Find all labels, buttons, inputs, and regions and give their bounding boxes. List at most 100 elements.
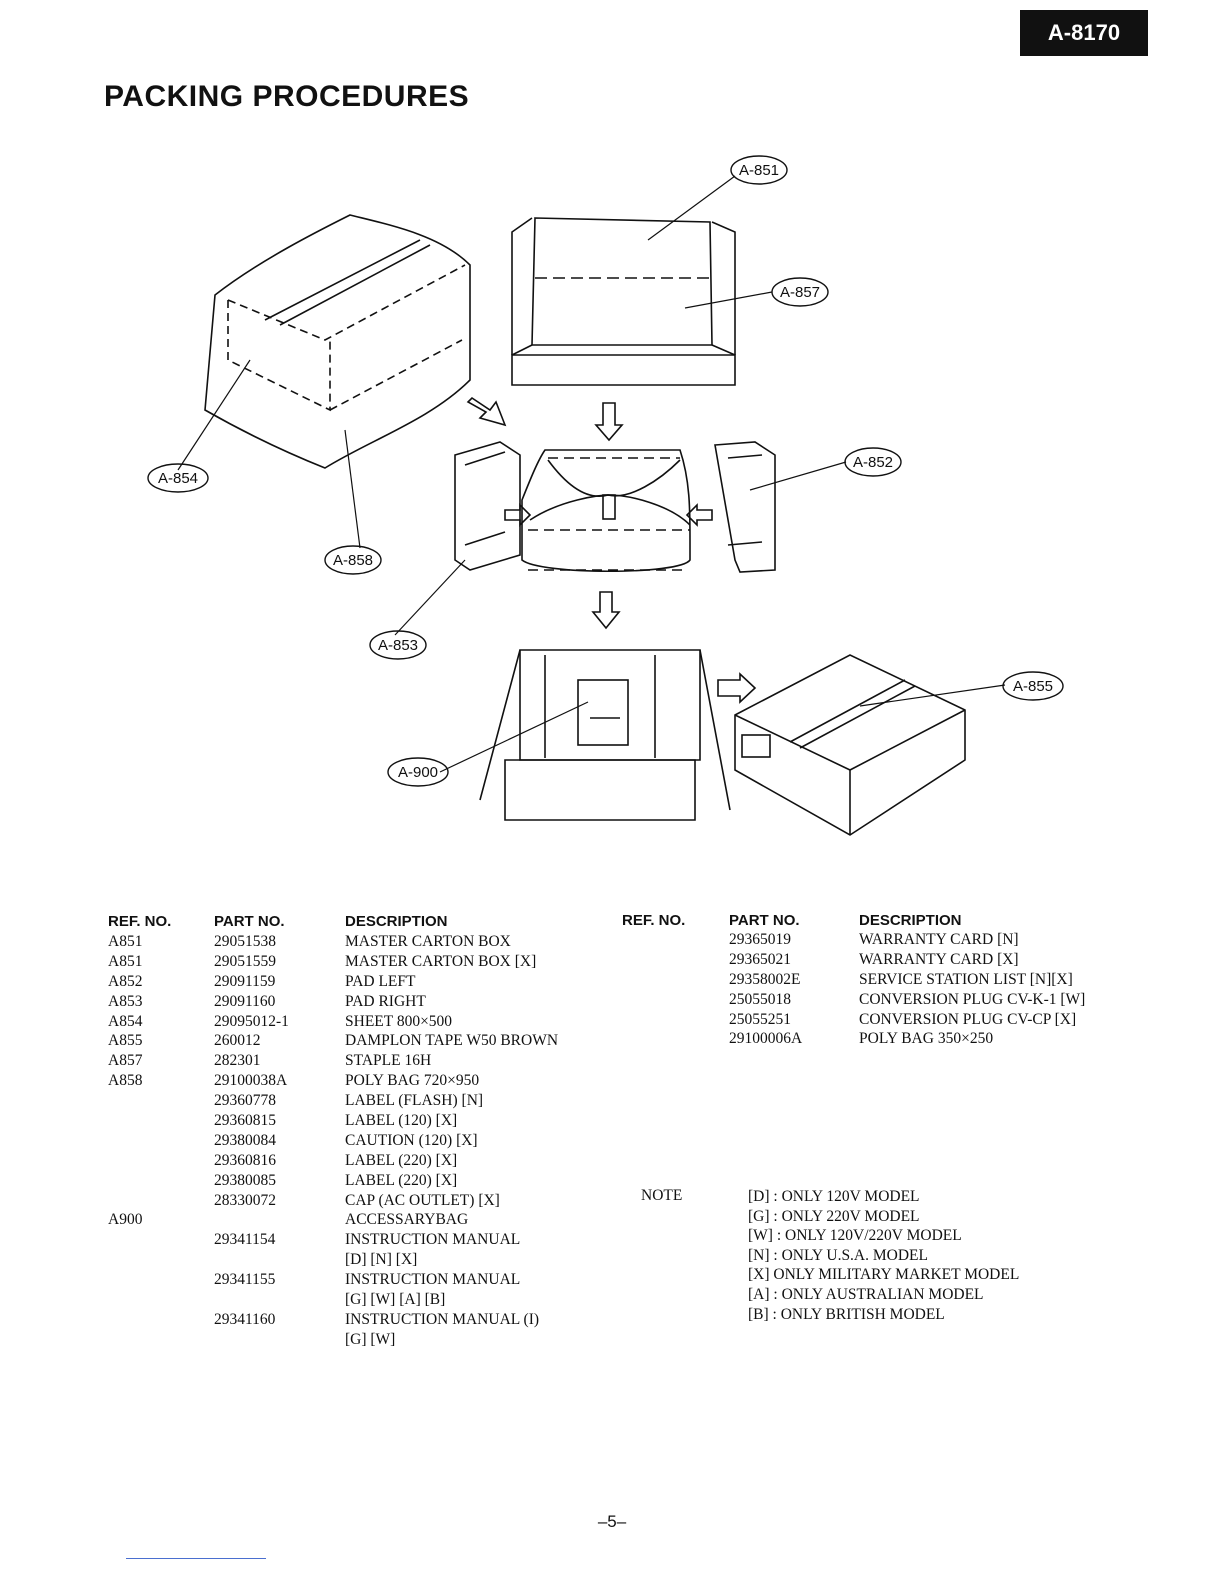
table-row: 29341160 INSTRUCTION MANUAL (I) xyxy=(108,1310,598,1330)
description-cell: CAP (AC OUTLET) [X] xyxy=(345,1191,500,1209)
leader-lines xyxy=(177,175,1006,773)
description-cell: [G] [W] xyxy=(345,1330,396,1348)
note-item: [N] : ONLY U.S.A. MODEL xyxy=(748,1246,928,1264)
table-row: 29360778 LABEL (FLASH) [N] xyxy=(108,1091,598,1111)
table-row: A853 29091160 PAD RIGHT xyxy=(108,992,598,1012)
part-no-cell: 29095012-1 xyxy=(214,1012,289,1030)
part-no-cell: 29360778 xyxy=(214,1092,276,1110)
description-cell: MASTER CARTON BOX xyxy=(345,933,511,950)
table-row: A851 29051559 MASTER CARTON BOX [X] xyxy=(108,952,598,972)
part-no-cell: 29091159 xyxy=(214,972,276,990)
part-no-cell: 260012 xyxy=(214,1032,261,1050)
part-no-cell: 29341160 xyxy=(214,1310,276,1328)
callout-a855: A-855 xyxy=(1013,678,1053,695)
description-cell: MASTER CARTON BOX [X] xyxy=(345,952,537,970)
note-item: [B] : ONLY BRITISH MODEL xyxy=(748,1305,945,1323)
note-item: [G] : ONLY 220V MODEL xyxy=(748,1207,920,1225)
model-number-badge: A-8170 xyxy=(1020,10,1148,56)
ref-no-cell: A855 xyxy=(108,1032,143,1050)
part-no-cell: 29100038A xyxy=(214,1072,288,1090)
part-no-cell: 29380085 xyxy=(214,1171,276,1189)
part-no-cell: 28330072 xyxy=(214,1191,276,1209)
part-no-cell: 25055251 xyxy=(729,1010,791,1028)
table-row: A900 ACCESSARYBAG xyxy=(108,1210,598,1230)
description-cell: SHEET 800×500 xyxy=(345,1012,453,1030)
part-no-cell: 29051538 xyxy=(214,933,276,950)
description-cell: STAPLE 16H xyxy=(345,1052,432,1070)
part-no-cell: 29360815 xyxy=(214,1112,276,1130)
parts-table-right-rows: 29365019 WARRANTY CARD [N] 29365021 WARRANT… xyxy=(622,930,1142,1049)
table-row: A851 29051538 MASTER CARTON BOX xyxy=(108,932,598,952)
part-no-cell: 29341154 xyxy=(214,1231,276,1249)
description-cell: POLY BAG 720×950 xyxy=(345,1072,480,1090)
assembly-arrows xyxy=(466,396,757,704)
callout-a858: A-858 xyxy=(333,552,373,569)
table-row: A855 260012 DAMPLON TAPE W50 BROWN xyxy=(108,1031,598,1051)
table-row: 29341155 INSTRUCTION MANUAL xyxy=(108,1270,598,1290)
callout-a852: A-852 xyxy=(853,454,893,471)
callout-labels: A-851 A-857 A-854 A-852 A-858 A-853 A-85… xyxy=(147,155,1064,787)
ref-no-cell: A858 xyxy=(108,1072,143,1090)
unit-with-pads-drawing xyxy=(454,441,776,573)
part-no-cell: 29341155 xyxy=(214,1271,276,1289)
closed-box-drawing xyxy=(734,654,966,836)
notes-list: [D] : ONLY 120V MODEL [G] : ONLY 220V MOD… xyxy=(748,1187,1019,1324)
part-no-cell: 29365019 xyxy=(729,931,791,948)
master-carton-box-drawing xyxy=(511,217,736,386)
part-no-cell: 29091160 xyxy=(214,992,276,1010)
table-row: 29100006A POLY BAG 350×250 xyxy=(622,1029,1142,1049)
note-label: NOTE xyxy=(641,1187,683,1204)
table-row: 25055251 CONVERSION PLUG CV-CP [X] xyxy=(622,1010,1142,1030)
note-item: [A] : ONLY AUSTRALIAN MODEL xyxy=(748,1285,984,1303)
ref-no-cell: A851 xyxy=(108,933,143,950)
table-row: A858 29100038A POLY BAG 720×950 xyxy=(108,1071,598,1091)
description-cell: WARRANTY CARD [N] xyxy=(859,931,1019,948)
description-cell: POLY BAG 350×250 xyxy=(859,1030,994,1048)
description-cell: ACCESSARYBAG xyxy=(345,1211,469,1229)
note-item: [D] : ONLY 120V MODEL xyxy=(748,1188,920,1205)
header-description: DESCRIPTION xyxy=(345,913,448,930)
description-cell: [G] [W] [A] [B] xyxy=(345,1291,446,1309)
description-cell: INSTRUCTION MANUAL xyxy=(345,1271,521,1289)
callout-a857: A-857 xyxy=(780,284,820,301)
header-description: DESCRIPTION xyxy=(859,912,962,929)
description-cell: WARRANTY CARD [X] xyxy=(859,950,1019,968)
description-cell: CAUTION (120) [X] xyxy=(345,1131,478,1149)
part-no-cell: 29100006A xyxy=(729,1030,803,1048)
ref-no-cell: A900 xyxy=(108,1211,143,1229)
header-part-no: PART NO. xyxy=(214,913,285,930)
description-cell: [D] [N] [X] xyxy=(345,1251,418,1269)
open-box-drawing xyxy=(479,649,731,821)
part-no-cell: 29365021 xyxy=(729,950,791,968)
callout-a854: A-854 xyxy=(158,470,198,487)
callout-a900: A-900 xyxy=(398,764,438,781)
description-cell: INSTRUCTION MANUAL (I) xyxy=(345,1310,540,1328)
description-cell: PAD RIGHT xyxy=(345,992,426,1010)
ref-no-cell: A857 xyxy=(108,1052,143,1070)
header-ref-no: REF. NO. xyxy=(108,913,172,930)
description-cell: LABEL (220) [X] xyxy=(345,1151,458,1169)
description-cell: LABEL (FLASH) [N] xyxy=(345,1092,484,1110)
sheet-drawing xyxy=(204,214,471,469)
description-cell: PAD LEFT xyxy=(345,972,416,990)
table-row: [D] [N] [X] xyxy=(108,1250,598,1270)
table-row: 29365021 WARRANTY CARD [X] xyxy=(622,950,1142,970)
table-row: [G] [W] [A] [B] xyxy=(108,1290,598,1310)
header-part-no: PART NO. xyxy=(729,912,800,929)
description-cell: DAMPLON TAPE W50 BROWN xyxy=(345,1032,559,1050)
callout-a851: A-851 xyxy=(739,162,779,179)
table-row: 28330072 CAP (AC OUTLET) [X] xyxy=(108,1191,598,1211)
footer-rule xyxy=(126,1558,266,1559)
page-title: PACKING PROCEDURES xyxy=(104,80,470,113)
ref-no-cell: A851 xyxy=(108,952,143,970)
parts-table-left-rows: A851 29051538 MASTER CARTON BOX A851 2905155… xyxy=(108,932,598,1350)
description-cell: CONVERSION PLUG CV-CP [X] xyxy=(859,1010,1077,1028)
part-no-cell: 29051559 xyxy=(214,952,276,970)
ref-no-cell: A853 xyxy=(108,992,143,1010)
